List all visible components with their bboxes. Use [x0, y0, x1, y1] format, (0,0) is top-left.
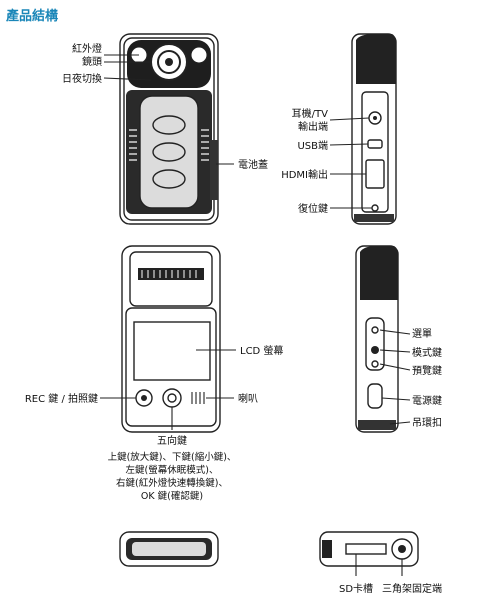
speaker-label: 喇叭 [238, 393, 258, 405]
lcd-label: LCD 螢幕 [240, 344, 283, 357]
tripod-mount-label: 三角架固定端 [382, 582, 442, 595]
day-night-label: 日夜切換 [62, 72, 102, 85]
menu-label: 選單 [412, 327, 432, 340]
five-way-desc-4: OK 鍵(確認鍵) [141, 490, 203, 502]
usb-port-label: USB端 [297, 139, 328, 152]
sd-slot-icon [345, 543, 387, 555]
ir-light-label: 紅外燈 [72, 43, 102, 55]
five-way-label: 五向鍵 [157, 434, 187, 447]
lens-label: 鏡頭 [82, 55, 102, 68]
battery-cover-label: 電池蓋 [238, 158, 268, 171]
camera-bottom-view-right [319, 531, 419, 567]
mode-key-label: 模式鍵 [412, 346, 442, 359]
strap-buckle-label: 吊環扣 [412, 416, 442, 429]
hdmi-output-label: HDMI輸出 [281, 168, 328, 181]
camera-side-view-buttons [355, 245, 399, 433]
camera-front-view [119, 33, 219, 225]
reset-key-label: 復位鍵 [298, 202, 328, 215]
camera-bottom-view-left [119, 531, 219, 567]
rec-key-label: REC 鍵 / 拍照鍵 [25, 392, 98, 405]
page-title: 產品結構 [6, 9, 59, 24]
five-way-desc-1: 上鍵(放大鍵)、下鍵(縮小鍵)、 [108, 451, 237, 463]
five-way-desc-2: 左鍵(螢幕休眠模式)、 [126, 464, 219, 476]
output-port-label: 輸出端 [298, 120, 328, 133]
earphone-tv-label: 耳機/TV [292, 107, 328, 120]
lcd-screen [133, 321, 211, 381]
power-key-label: 電源鍵 [412, 394, 442, 407]
camera-back-view [121, 245, 221, 433]
camera-side-view-ports [351, 33, 397, 225]
preview-key-label: 預覽鍵 [412, 364, 442, 377]
five-way-key-icon [162, 388, 182, 408]
five-way-desc-3: 右鍵(紅外燈快速轉換鍵)、 [116, 477, 228, 489]
sd-slot-label: SD卡槽 [339, 582, 373, 595]
